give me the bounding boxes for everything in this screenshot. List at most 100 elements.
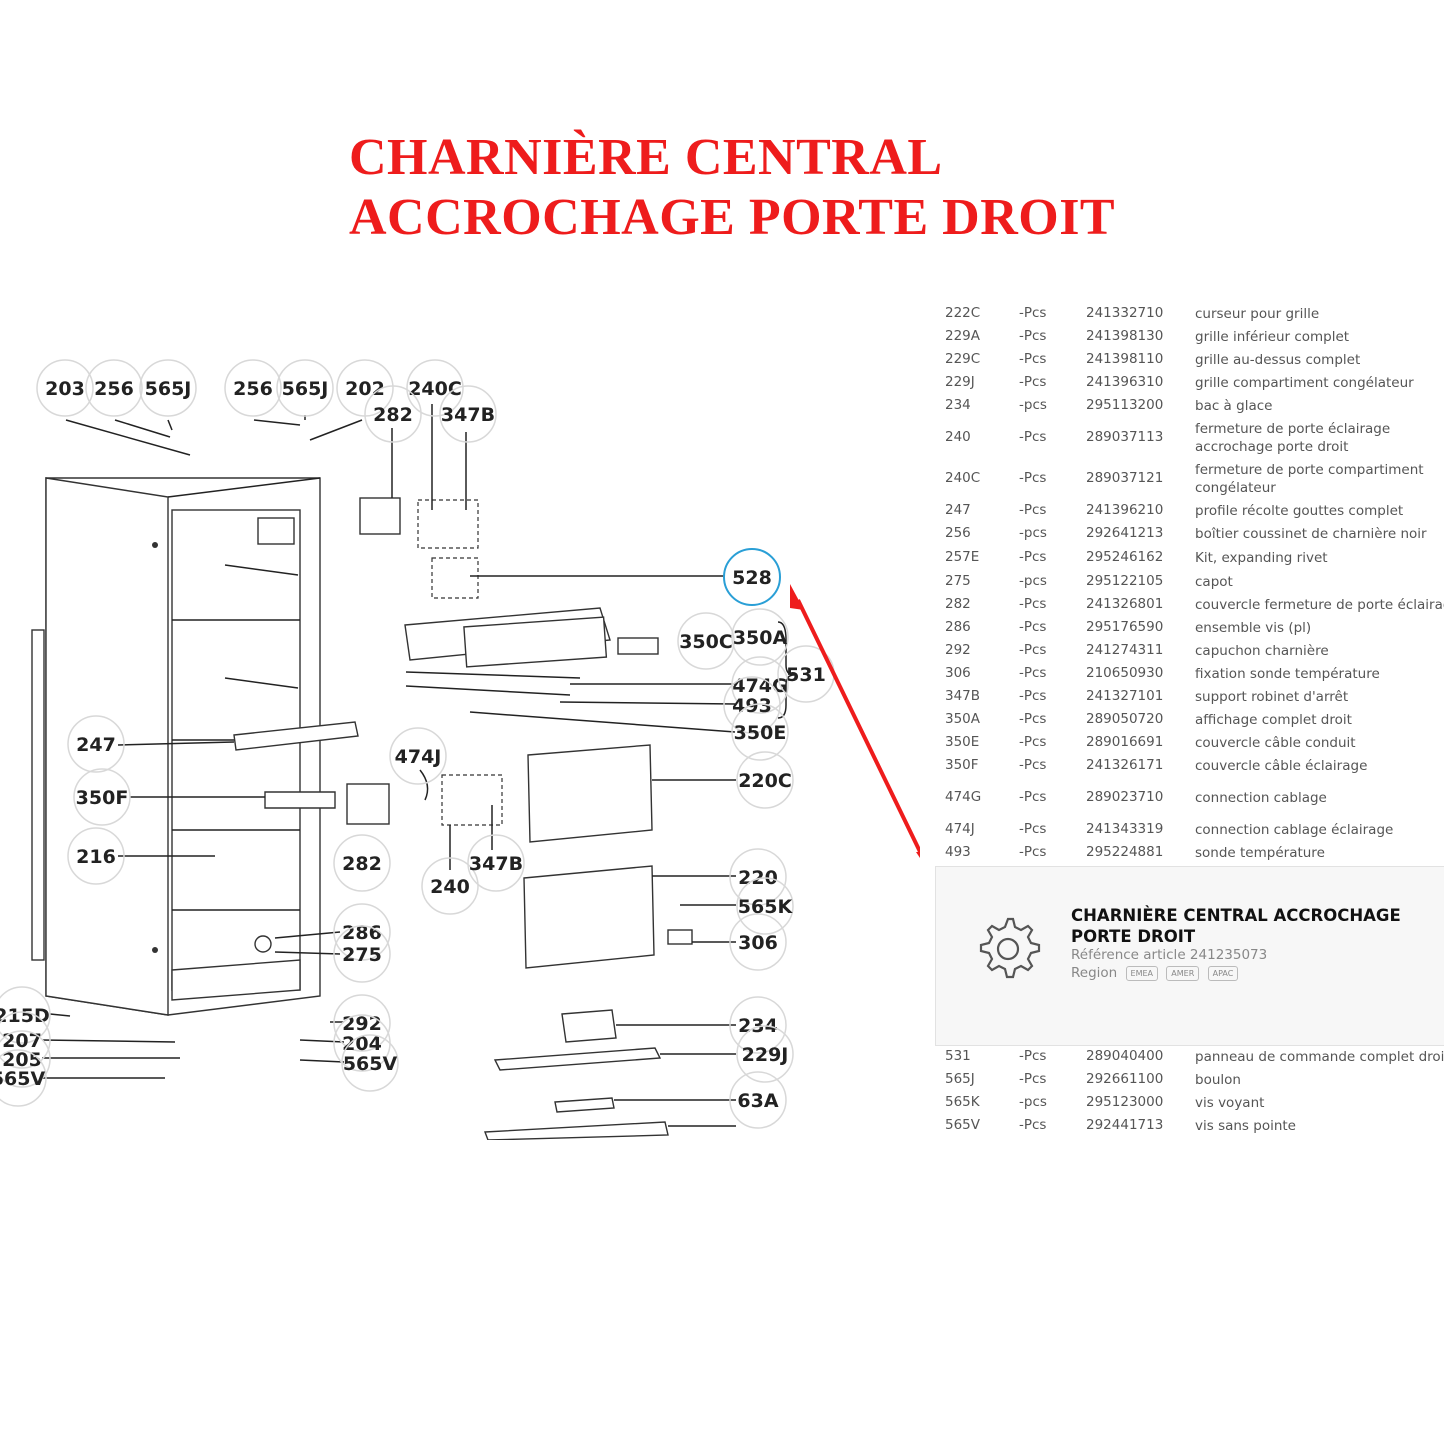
tooltip-reference: Référence article 241235073	[1071, 947, 1267, 963]
region-badge-emea: EMEA	[1125, 965, 1158, 981]
part-ref: 295224881	[1086, 844, 1164, 860]
callout-circle	[723, 548, 781, 606]
part-unit: -Pcs	[1019, 711, 1047, 727]
part-num: 256	[945, 525, 971, 541]
part-unit: -Pcs	[1019, 844, 1047, 860]
part-desc: connection cablage éclairage	[1195, 822, 1394, 838]
part-ref: 289037113	[1086, 429, 1164, 445]
callout-label: 275	[342, 944, 382, 966]
part-unit: -Pcs	[1019, 688, 1047, 704]
part-unit: -pcs	[1019, 397, 1047, 413]
part-desc: sonde température	[1195, 845, 1325, 861]
region-label: Region	[1071, 965, 1118, 981]
callout-label: 215D	[0, 1005, 50, 1027]
callout-label: 306	[738, 932, 778, 954]
callout-circle	[276, 359, 334, 417]
control-panel-assembly	[404, 607, 795, 733]
part-num: 282	[945, 596, 971, 612]
part-ref: 295113200	[1086, 397, 1164, 413]
part-num: 531	[945, 1048, 971, 1064]
part-ref: 241343319	[1086, 821, 1164, 837]
region-badge-amer: AMER	[1166, 965, 1200, 981]
callout-circle	[364, 385, 422, 443]
part-unit: -Pcs	[1019, 757, 1047, 773]
part-detail-tooltip: CHARNIÈRE CENTRAL ACCROCHAGE PORTE DROIT…	[935, 866, 1444, 1046]
callout-circle	[677, 612, 735, 670]
callout-circle	[467, 834, 525, 892]
callout-circle	[0, 986, 51, 1044]
lower-parts	[41, 931, 736, 1140]
callout-label: 565K	[738, 896, 794, 918]
part-unit: -Pcs	[1019, 305, 1047, 321]
callout-circle	[0, 1030, 51, 1088]
callout-label: 565V	[343, 1053, 398, 1075]
callout-label: 493	[732, 695, 772, 717]
tooltip-title: CHARNIÈRE CENTRAL ACCROCHAGE PORTE DROIT	[1071, 906, 1401, 946]
callout-circle	[36, 359, 94, 417]
callout-circle	[729, 996, 787, 1054]
callout-label: 220	[738, 867, 778, 889]
callout-label: 474J	[395, 746, 442, 768]
part-desc: fermeture de porte compartiment congélat…	[1195, 462, 1424, 496]
part-ref: 289023710	[1086, 789, 1164, 805]
part-ref: 241398130	[1086, 328, 1164, 344]
part-unit: -Pcs	[1019, 328, 1047, 344]
middle-parts	[117, 721, 503, 870]
part-num: 350A	[945, 711, 981, 727]
part-num: 347B	[945, 688, 981, 704]
callout-label: 247	[76, 734, 116, 756]
highlight-arrow	[790, 584, 920, 858]
part-unit: -Pcs	[1019, 1048, 1047, 1064]
part-num: 257E	[945, 549, 980, 565]
callout-label: 216	[76, 846, 116, 868]
callout-circle	[333, 834, 391, 892]
callout-label: 229J	[742, 1044, 789, 1066]
part-desc: couvercle câble conduit	[1195, 735, 1356, 751]
part-desc: connection cablage	[1195, 790, 1327, 806]
callout-label: 292	[342, 1013, 382, 1035]
callout-circle	[406, 359, 464, 417]
part-num: 565J	[945, 1071, 975, 1087]
part-ref: 295123000	[1086, 1094, 1164, 1110]
callout-label: 207	[2, 1030, 42, 1052]
callout-circle	[736, 877, 794, 935]
gear-icon	[979, 917, 1041, 979]
callout-circle	[0, 1049, 47, 1107]
callout-circle	[341, 1034, 399, 1092]
part-desc: curseur pour grille	[1195, 306, 1320, 322]
callout-label: 203	[45, 378, 85, 400]
part-desc: vis voyant	[1195, 1095, 1265, 1111]
part-desc: panneau de commande complet droit	[1195, 1049, 1444, 1065]
reference-label: Référence article	[1071, 947, 1186, 963]
callout-label: 350E	[734, 722, 787, 744]
page-title-line1: CHARNIÈRE CENTRAL	[349, 129, 943, 186]
callout-label: 347B	[469, 853, 523, 875]
part-ref: 289040400	[1086, 1048, 1164, 1064]
part-unit: -pcs	[1019, 1094, 1047, 1110]
part-ref: 241396310	[1086, 374, 1164, 390]
part-unit: -Pcs	[1019, 1117, 1047, 1133]
part-unit: -Pcs	[1019, 429, 1047, 445]
callout-label: 565V	[0, 1068, 45, 1090]
part-ref: 241332710	[1086, 305, 1164, 321]
callout-circle	[67, 827, 125, 885]
callout-circle	[333, 925, 391, 983]
callout-circle	[729, 848, 787, 906]
part-desc: vis sans pointe	[1195, 1118, 1296, 1134]
part-num: 275	[945, 573, 971, 589]
callout-label: 282	[373, 404, 413, 426]
part-unit: -Pcs	[1019, 596, 1047, 612]
part-unit: -Pcs	[1019, 1071, 1047, 1087]
callout-circle	[389, 727, 447, 785]
part-desc: boîtier coussinet de charnière noir	[1195, 526, 1427, 542]
part-ref: 241398110	[1086, 351, 1164, 367]
part-desc: capuchon charnière	[1195, 643, 1329, 659]
part-ref: 241326801	[1086, 596, 1164, 612]
part-unit: -Pcs	[1019, 351, 1047, 367]
callout-circle	[139, 359, 197, 417]
callout-label: 347B	[441, 404, 495, 426]
callout-circle	[421, 857, 479, 915]
part-unit: -pcs	[1019, 525, 1047, 541]
part-num: 234	[945, 397, 971, 413]
